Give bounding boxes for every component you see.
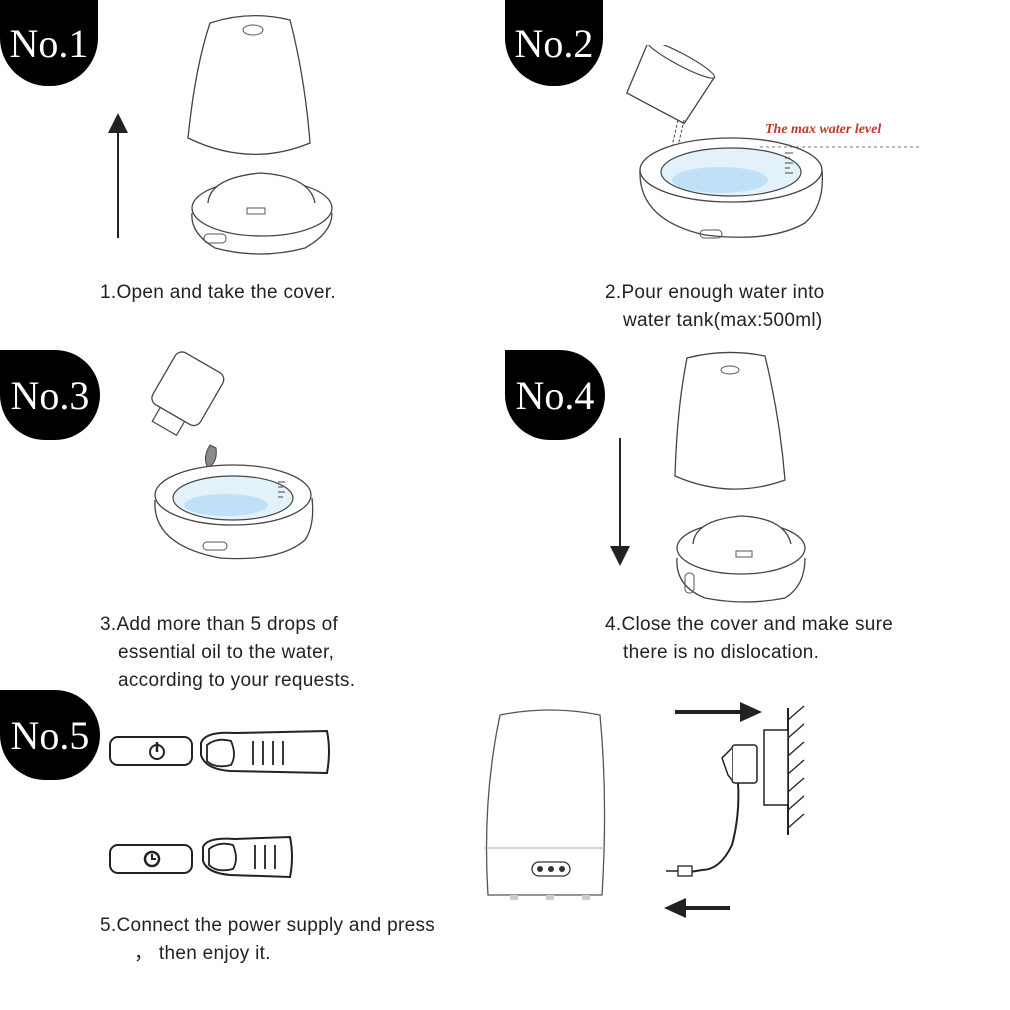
step-3-line-3: according to your requests.: [118, 670, 356, 691]
step-2-line-1: 2.Pour enough water into: [605, 282, 825, 303]
step-5-line-1: 5.Connect the power supply and press: [100, 915, 436, 936]
step-5-caption: 5.Connect the power supply and press ， t…: [100, 912, 435, 968]
step-2-badge: No.2: [505, 0, 603, 86]
step-3-illustration: [151, 351, 314, 560]
step-4-line-1: 4.Close the cover and make sure: [605, 614, 894, 635]
step-3-line-1: 3.Add more than 5 drops of: [100, 614, 339, 635]
step-1-badge: No.1: [0, 0, 98, 86]
timer-icon: [143, 850, 161, 868]
step-2-line-2: water tank(max:500ml): [623, 310, 823, 331]
step-5-power-illustration: [484, 702, 805, 918]
step-4-badge: No.4: [505, 350, 605, 440]
step-2-caption: 2.Pour enough water into water tank(max:…: [605, 279, 825, 335]
water-level-annotation: The max water level: [765, 122, 881, 137]
step-3-caption: 3.Add more than 5 drops of essential oil…: [100, 611, 355, 695]
step-5-buttons-illustration: [109, 729, 330, 879]
power-icon: [149, 742, 165, 760]
step-5-badge: No.5: [0, 690, 100, 780]
step-4-illustration: [610, 351, 806, 603]
step-1-line-1: 1.Open and take the cover.: [100, 282, 336, 303]
step-4-line-2: there is no dislocation.: [623, 642, 820, 663]
step-3-line-2: essential oil to the water,: [118, 642, 335, 663]
step-5-line-2: ， then enjoy it.: [134, 943, 271, 964]
step-1-illustration: [108, 15, 333, 255]
step-2-illustration: The max water level: [625, 45, 920, 239]
step-3-badge: No.3: [0, 350, 100, 440]
step-4-caption: 4.Close the cover and make sure there is…: [605, 611, 893, 667]
step-1-caption: 1.Open and take the cover.: [100, 279, 336, 307]
